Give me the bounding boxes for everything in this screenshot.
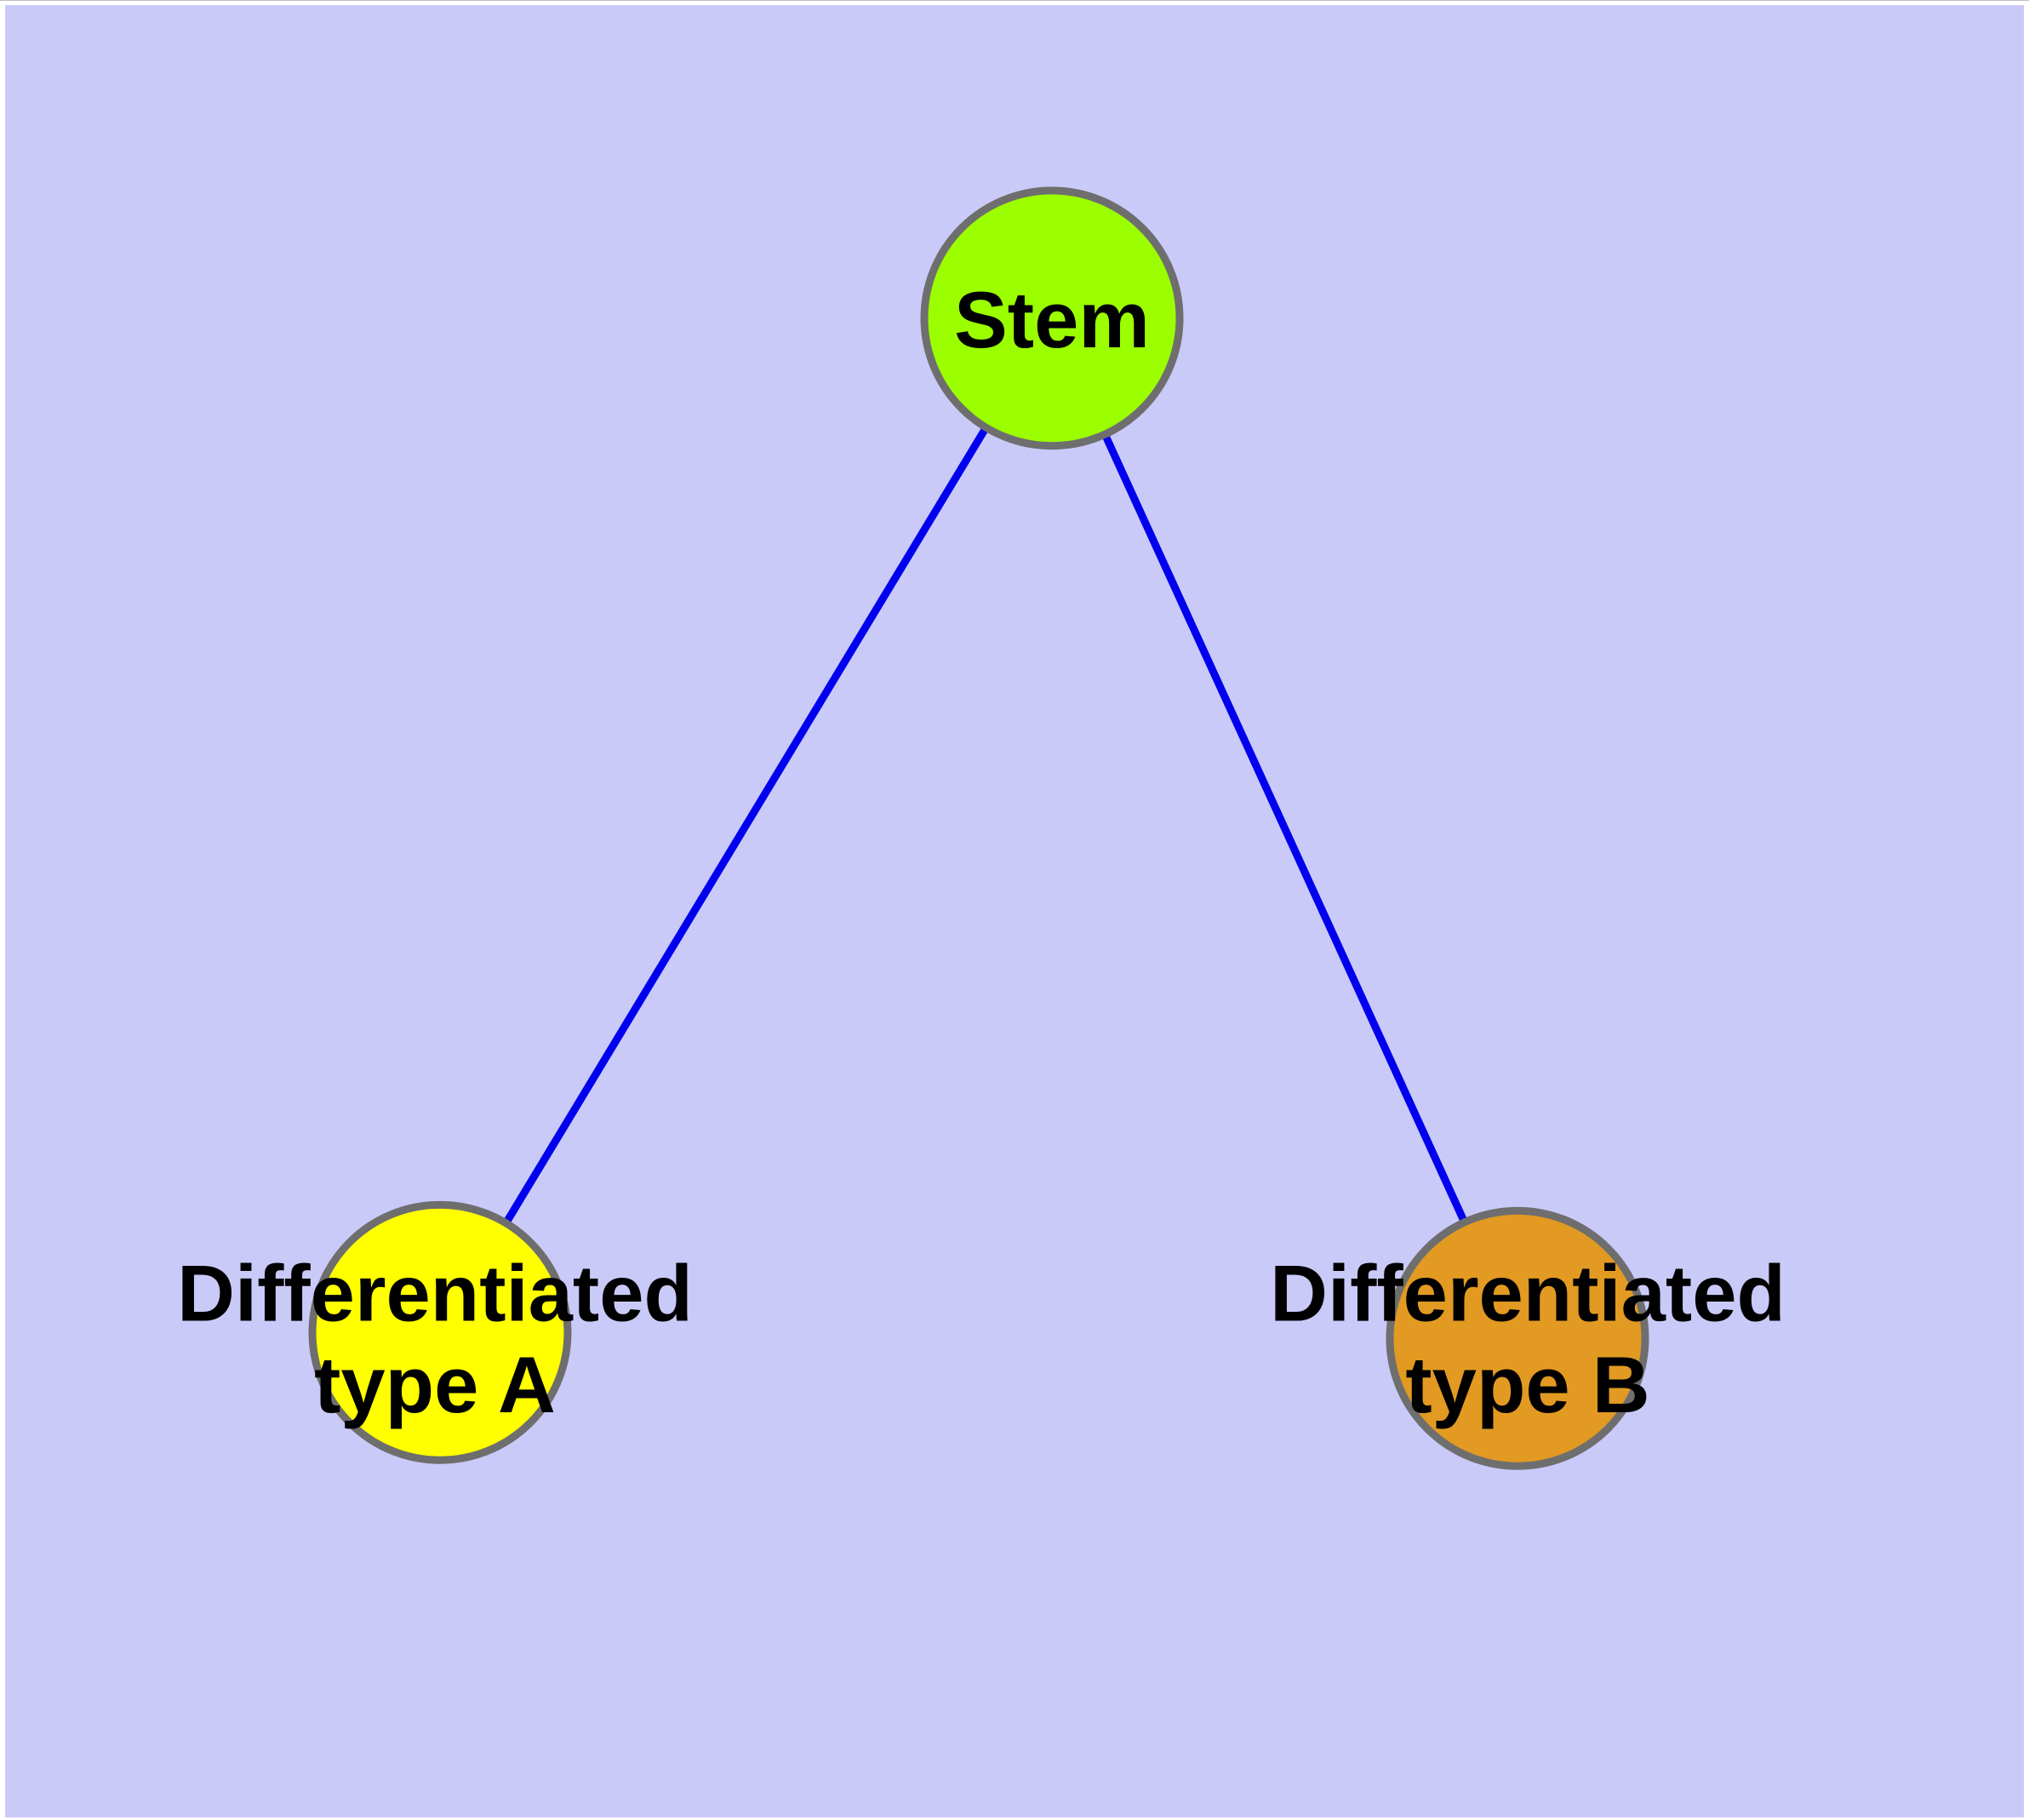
type-b-node-label-line-2: type B xyxy=(1405,1340,1649,1429)
stem-node xyxy=(920,186,1184,450)
diagram-background: Stem Differentiated type A Differentiate… xyxy=(5,5,2024,1817)
type-b-node xyxy=(1386,1206,1649,1470)
type-a-node-label-line-2: type A xyxy=(314,1340,556,1429)
type-a-node xyxy=(308,1200,572,1464)
edge-stem-to-type-a xyxy=(437,316,1055,1335)
stem-node-label: Stem xyxy=(954,275,1150,364)
cell-differentiation-graph: Stem Differentiated type A Differentiate… xyxy=(177,186,1786,1470)
type-b-node-label-line-1: Differentiated xyxy=(1270,1248,1786,1337)
type-a-node-label-line-1: Differentiated xyxy=(177,1248,693,1337)
edge-stem-to-type-b xyxy=(1048,316,1522,1341)
